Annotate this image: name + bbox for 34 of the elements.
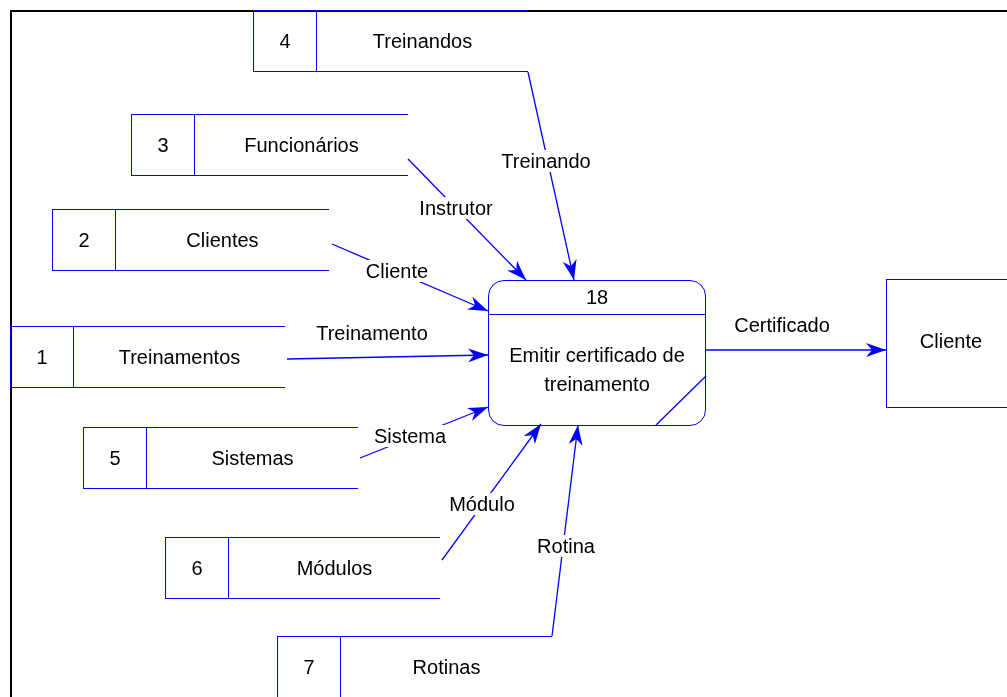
- data-store: [83, 427, 358, 489]
- entity-name: Cliente: [919, 330, 983, 353]
- store-name: Rotinas: [411, 654, 482, 680]
- edge-label: Rotina: [535, 535, 597, 557]
- data-flow-arrow: [527, 71, 577, 281]
- external-entity: [886, 279, 1007, 408]
- store-number: 2: [53, 210, 116, 270]
- store-number: 3: [132, 115, 195, 175]
- store-name: Funcionários: [243, 132, 360, 158]
- store-name: Treinandos: [371, 28, 474, 54]
- data-flow-arrow: [705, 343, 887, 357]
- store-name: Sistemas: [210, 445, 295, 471]
- data-store: [253, 10, 528, 72]
- edge-label: Treinando: [499, 150, 593, 172]
- store-name: Treinamentos: [117, 344, 242, 370]
- data-flow-arrow: [551, 424, 583, 637]
- process-label: Emitir certificado de treinamento: [508, 343, 686, 397]
- store-number: 1: [11, 327, 74, 387]
- process-number: 18: [489, 281, 705, 315]
- data-flow-arrow: [286, 348, 489, 363]
- data-store: [131, 114, 408, 176]
- edge-label: Módulo: [447, 493, 517, 515]
- store-name: Clientes: [185, 227, 260, 253]
- store-number: 6: [166, 538, 229, 598]
- edge-label: Cliente: [363, 260, 431, 282]
- store-number: 4: [254, 11, 317, 71]
- store-name: Módulos: [295, 555, 374, 581]
- data-store: [165, 537, 440, 599]
- process-box: [488, 280, 706, 426]
- data-store: [52, 209, 329, 271]
- store-number: 7: [278, 637, 341, 697]
- data-store: [10, 326, 285, 388]
- data-store: [277, 636, 552, 697]
- store-number: 5: [84, 428, 147, 488]
